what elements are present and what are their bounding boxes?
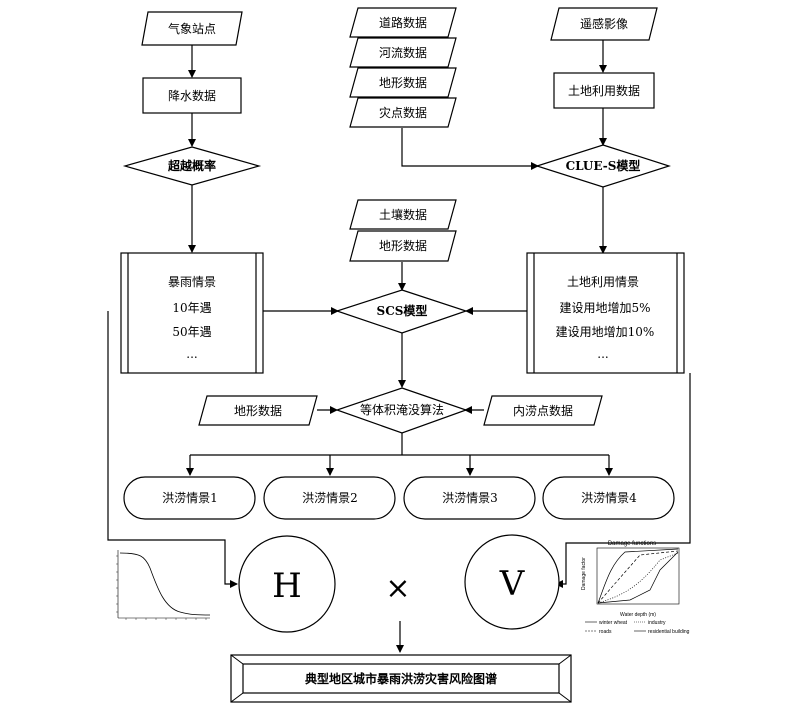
hazard-curve-plot [116,550,211,620]
damage-plot-ylabel: Damage factor [581,557,587,590]
landuse-data-label: 土地利用数据 [568,83,640,98]
rainstorm-scenario-box: 暴雨情景 10年遇 50年遇 ... [120,252,264,374]
decision-scs: SCS模型 [335,289,468,334]
decision-exceedance: 超越概率 [122,146,262,186]
landuse-item: 建设用地增加10% [556,325,655,339]
landuse-scenario-box: 土地利用情景 建设用地增加5% 建设用地增加10% ... [526,252,685,374]
exceedance-label: 超越概率 [167,158,216,173]
legend-item: roads [599,629,612,635]
input-soil-data: 土壤数据 [349,199,457,230]
scs-label: SCS模型 [377,303,428,318]
input-terrain-data-left: 地形数据 [198,395,318,426]
decision-inundation: 等体积淹没算法 [335,387,468,434]
input-waterlog-points: 内涝点数据 [483,395,603,426]
rainfall-data-label: 降水数据 [168,88,216,103]
flood-scenario-label: 洪涝情景4 [581,491,637,505]
flood-scenario-1: 洪涝情景1 [123,476,256,520]
rainstorm-item: ... [186,347,197,361]
damage-plot-title: Damage functions [608,541,656,547]
vulnerability-circle: V [464,534,560,630]
terrain-data-mid-label: 地形数据 [379,238,427,253]
inundation-label: 等体积淹没算法 [360,402,444,417]
rainstorm-item: 10年遇 [172,301,211,315]
legend-item: residential building [648,629,690,635]
road-data-label: 道路数据 [379,15,427,30]
landuse-item: 建设用地增加5% [559,301,650,315]
rainstorm-item: 50年遇 [172,325,211,339]
input-terrain-data-mid: 地形数据 [349,230,457,262]
connectors [107,40,691,653]
process-rainfall-data: 降水数据 [142,77,242,114]
input-disaster-points: 灾点数据 [349,97,457,128]
process-landuse-data: 土地利用数据 [553,72,655,109]
decision-clue-s: CLUE-S模型 [535,144,671,188]
hazard-circle: H [238,535,336,633]
weather-stations-label: 气象站点 [168,21,216,36]
damage-plot-xlabel: Water depth (m) [620,612,656,618]
landuse-title: 土地利用情景 [567,275,639,289]
input-remote-sensing: 遥感影像 [550,7,658,41]
legend-item: winter wheat [599,620,628,626]
damage-plot-legend: winter wheat roads industry residential … [585,620,690,635]
landuse-item: ... [597,347,608,361]
hazard-label: H [272,566,302,606]
input-river-data: 河流数据 [349,37,457,68]
legend-item: industry [648,620,666,626]
remote-sensing-label: 遥感影像 [580,16,628,31]
flood-scenario-3: 洪涝情景3 [403,476,536,520]
terrain-data-left-label: 地形数据 [234,403,282,418]
output-label: 典型地区城市暴雨洪涝灾害风险图谱 [305,671,497,686]
output-risk-map: 典型地区城市暴雨洪涝灾害风险图谱 [230,654,572,703]
flood-scenario-label: 洪涝情景3 [442,491,498,505]
flood-scenario-4: 洪涝情景4 [542,476,675,520]
damage-functions-plot: Damage functions Damage factor Water dep… [581,541,690,635]
flood-scenario-2: 洪涝情景2 [263,476,396,520]
input-weather-stations: 气象站点 [141,11,243,46]
terrain-data-top-label: 地形数据 [379,75,427,90]
input-terrain-data-top: 地形数据 [349,67,457,98]
rainstorm-title: 暴雨情景 [168,275,216,289]
times-symbol: × [385,571,410,606]
vulnerability-label: V [499,564,526,604]
waterlog-points-label: 内涝点数据 [513,403,573,418]
input-road-data: 道路数据 [349,7,457,38]
river-data-label: 河流数据 [379,45,427,60]
flood-scenario-label: 洪涝情景1 [162,491,218,505]
flood-scenario-label: 洪涝情景2 [302,491,358,505]
disaster-points-label: 灾点数据 [379,105,427,120]
clue-s-label: CLUE-S模型 [566,158,641,173]
soil-data-label: 土壤数据 [379,207,427,222]
